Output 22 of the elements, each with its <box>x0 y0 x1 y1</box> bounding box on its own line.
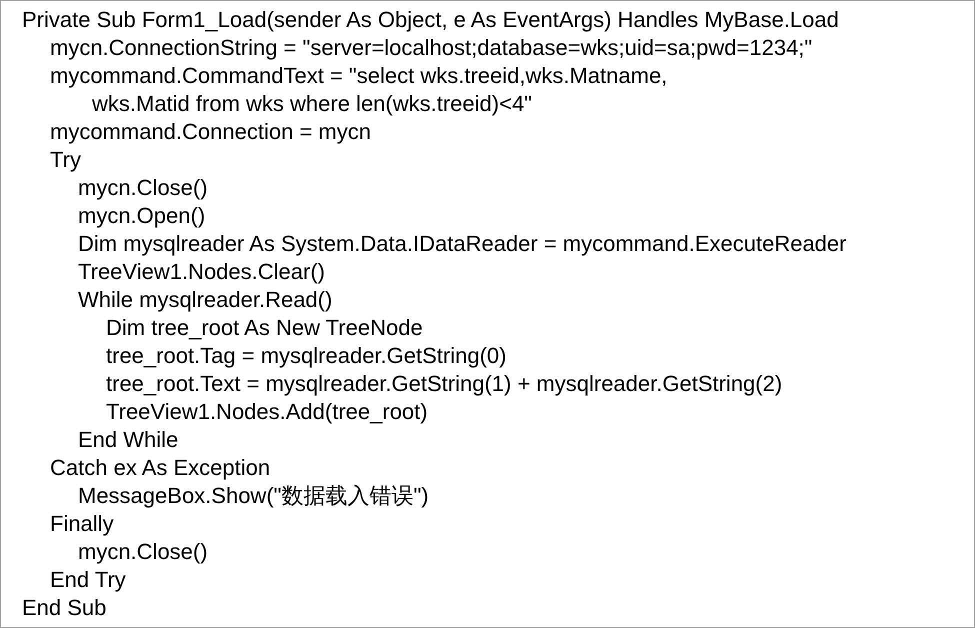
code-line: mycn.Close() <box>78 175 208 201</box>
code-line: Private Sub Form1_Load(sender As Object, e As EventArgs) Handles MyBase.Load <box>22 7 839 33</box>
code-line: Finally <box>50 511 114 537</box>
code-line: End While <box>78 427 178 453</box>
code-line: mycn.ConnectionString = "server=localhost;database=wks;uid=sa;pwd=1234;" <box>50 35 812 61</box>
code-line: mycommand.Connection = mycn <box>50 119 371 145</box>
code-line: mycn.Close() <box>78 539 208 565</box>
code-line: Catch ex As Exception <box>50 455 270 481</box>
code-line: TreeView1.Nodes.Add(tree_root) <box>106 399 428 425</box>
code-line: mycommand.CommandText = "select wks.treeid,wks.Matname, <box>50 63 668 89</box>
code-line: tree_root.Tag = mysqlreader.GetString(0) <box>106 343 506 369</box>
code-line: wks.Matid from wks where len(wks.treeid)<4" <box>92 91 532 117</box>
code-line: While mysqlreader.Read() <box>78 287 332 313</box>
code-line: End Try <box>50 567 126 593</box>
code-line: Dim tree_root As New TreeNode <box>106 315 423 341</box>
code-line: Try <box>50 147 81 173</box>
code-line: mycn.Open() <box>78 203 206 229</box>
code-line: TreeView1.Nodes.Clear() <box>78 259 325 285</box>
code-line: tree_root.Text = mysqlreader.GetString(1) + mysqlreader.GetString(2) <box>106 371 782 397</box>
code-line: MessageBox.Show("数据载入错误") <box>78 483 429 509</box>
code-line: Dim mysqlreader As System.Data.IDataReader = mycommand.ExecuteReader <box>78 231 846 257</box>
code-line: End Sub <box>22 595 106 621</box>
